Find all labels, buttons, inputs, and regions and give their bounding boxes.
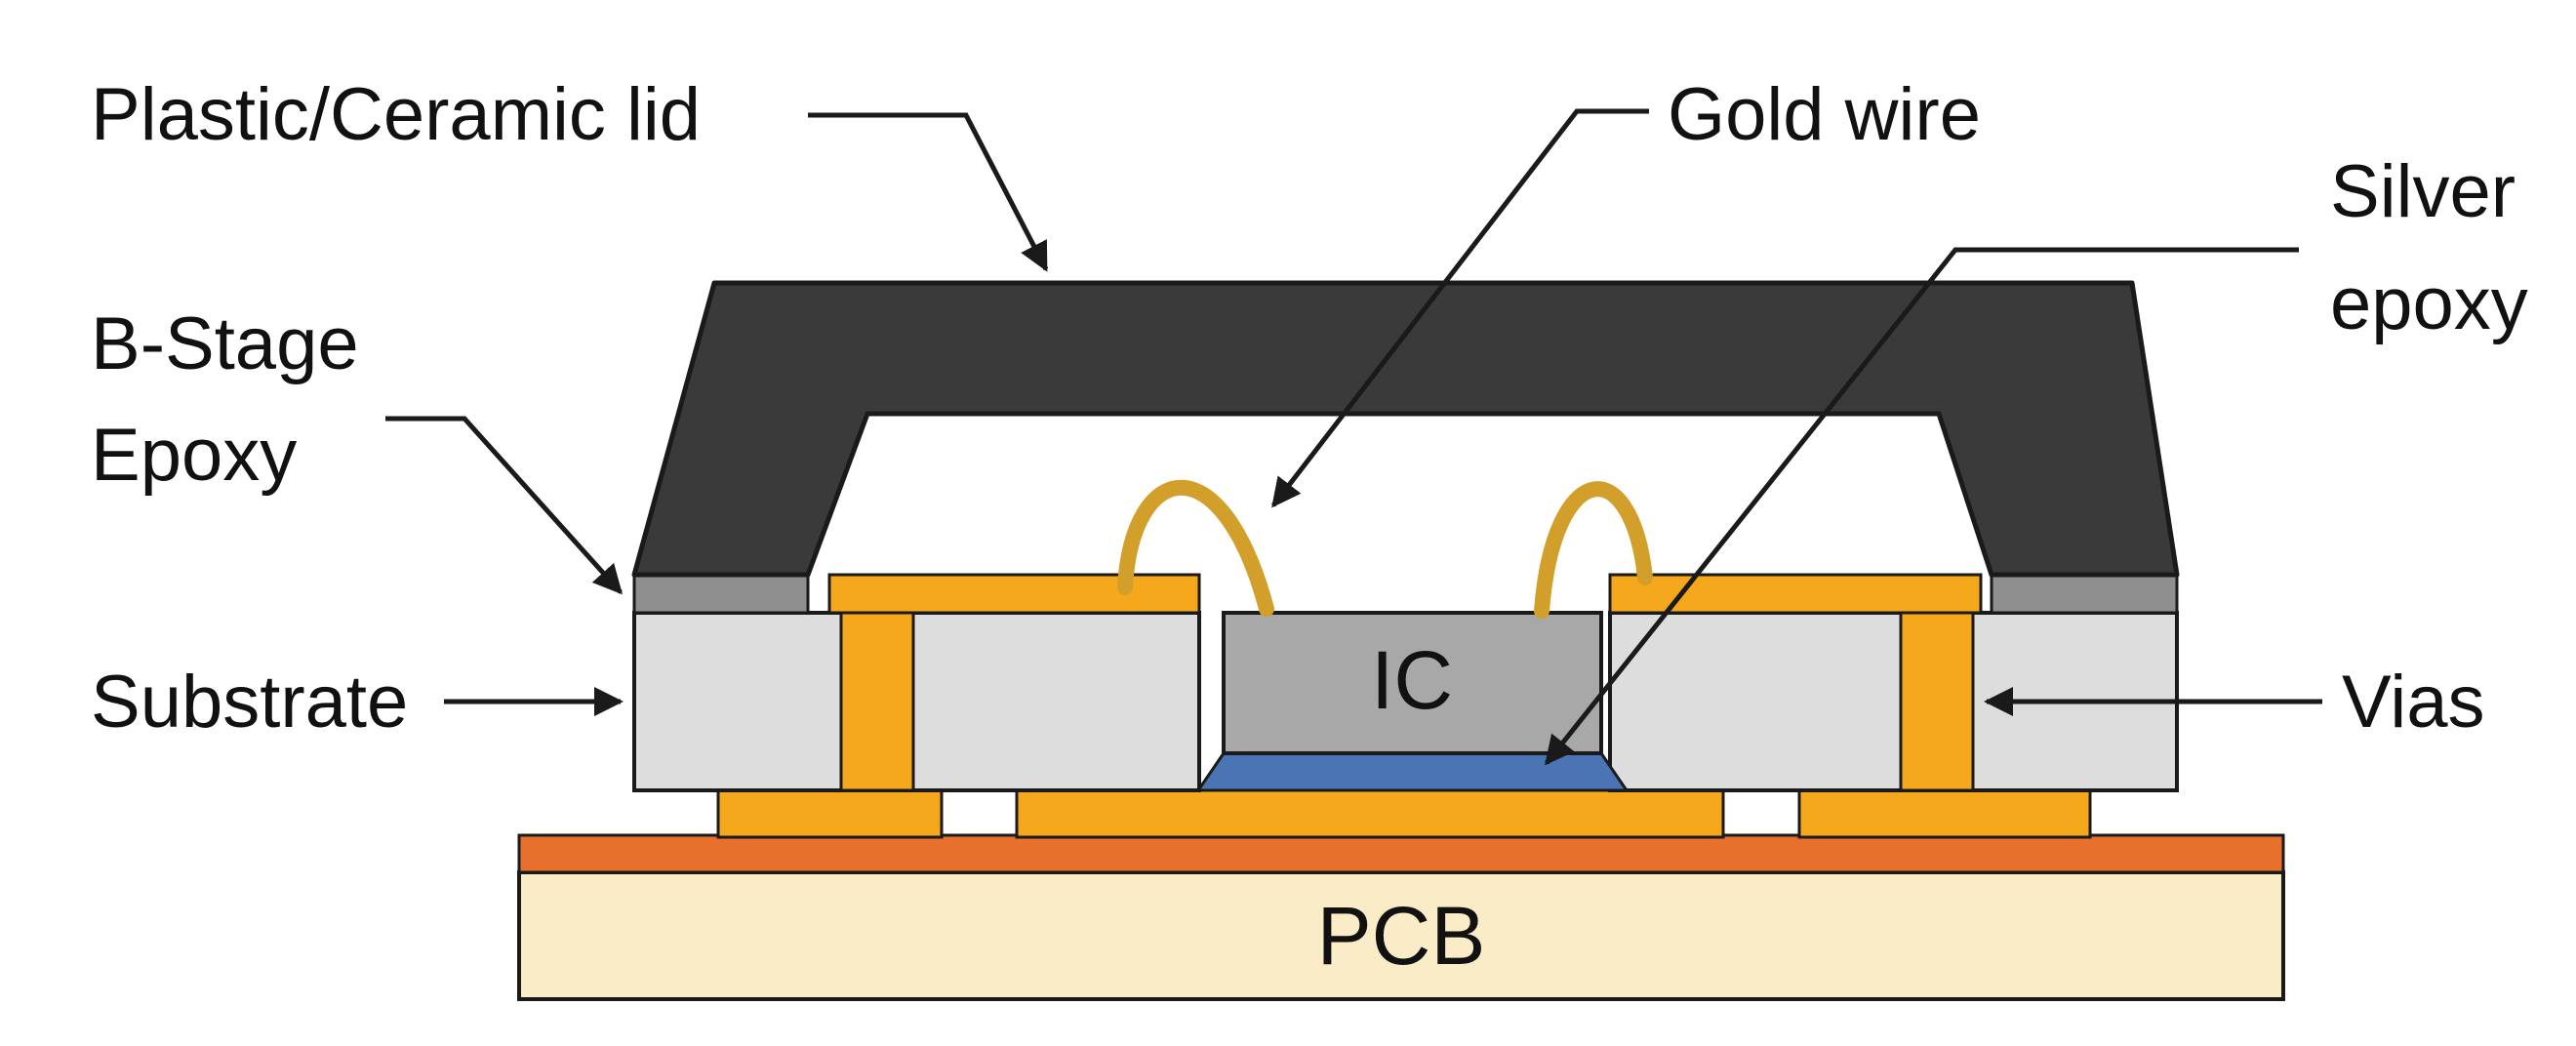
pad-center <box>1015 788 1725 839</box>
label-b-stage-line2: Epoxy <box>91 414 297 497</box>
label-vias: Vias <box>2342 661 2484 744</box>
leader-lid <box>808 112 1049 272</box>
pcb-copper-layer <box>517 833 2285 874</box>
via-left <box>839 611 915 792</box>
b-stage-epoxy-left <box>632 573 810 615</box>
leader-b-stage-epoxy <box>385 416 624 595</box>
ic-die <box>1222 611 1603 755</box>
leader-gold-wire <box>1271 108 1649 508</box>
pcb-body <box>517 870 2285 1001</box>
gold-wire-right <box>1534 481 1653 619</box>
b-stage-epoxy-right <box>1990 573 2179 615</box>
ic-label: IC <box>1371 634 1453 726</box>
label-lid: Plastic/Ceramic lid <box>91 73 701 156</box>
silver-epoxy-layer <box>1195 751 1630 792</box>
gold-wire-left <box>1117 479 1274 617</box>
label-b-stage-line1: B-Stage <box>91 302 359 385</box>
top-rail-right <box>1608 573 1983 615</box>
pad-left <box>716 788 944 839</box>
top-rail-left <box>827 573 1201 615</box>
pad-right <box>1797 788 2092 839</box>
pcb-label: PCB <box>1317 890 1486 982</box>
lid <box>631 280 2180 578</box>
leader-silver-epoxy <box>1545 247 2299 766</box>
label-silver-epoxy-line1: Silver <box>2330 150 2516 233</box>
via-right <box>1899 611 1975 792</box>
label-gold-wire: Gold wire <box>1668 73 1981 156</box>
label-silver-epoxy-line2: epoxy <box>2330 262 2528 345</box>
substrate-left <box>632 611 1201 792</box>
label-substrate: Substrate <box>91 661 408 744</box>
